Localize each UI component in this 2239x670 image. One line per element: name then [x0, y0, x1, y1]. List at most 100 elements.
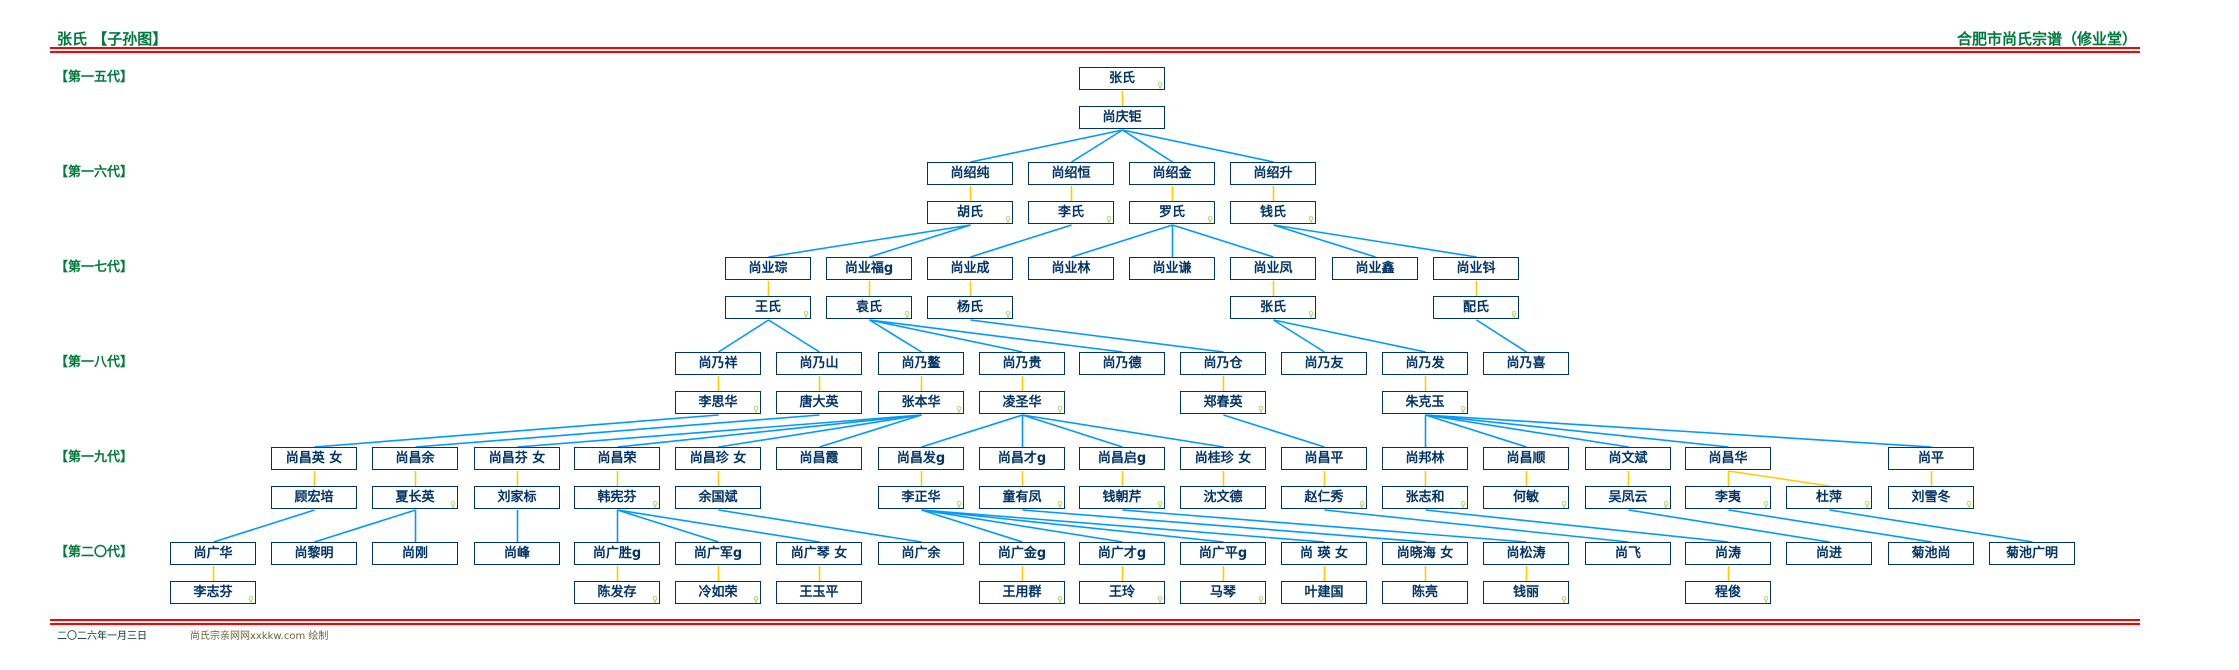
- spouse-box[interactable]: 顾宏培: [271, 486, 357, 509]
- person-box[interactable]: 尚乃祥: [675, 352, 761, 375]
- spouse-box[interactable]: 王玉平: [776, 581, 862, 604]
- person-box[interactable]: 尚昌荣: [574, 447, 660, 470]
- person-box[interactable]: 尚业谦: [1129, 257, 1215, 280]
- person-box[interactable]: 尚昌英 女: [271, 447, 357, 470]
- person-box[interactable]: 尚桂珍 女: [1180, 447, 1266, 470]
- person-box[interactable]: 尚乃德: [1079, 352, 1165, 375]
- person-box[interactable]: 尚飞: [1585, 542, 1671, 565]
- spouse-box[interactable]: 吴凤云♀: [1585, 486, 1671, 509]
- person-box[interactable]: 尚昌顺: [1483, 447, 1569, 470]
- spouse-box[interactable]: 陈亮: [1382, 581, 1468, 604]
- person-box[interactable]: 尚乃贵: [979, 352, 1065, 375]
- person-box[interactable]: 尚松涛: [1483, 542, 1569, 565]
- person-box[interactable]: 尚绍升: [1230, 162, 1316, 185]
- spouse-box[interactable]: 李志芬♀: [170, 581, 256, 604]
- person-box[interactable]: 尚昌启g: [1079, 447, 1165, 470]
- spouse-box[interactable]: 杨氏♀: [927, 296, 1013, 319]
- spouse-box[interactable]: 何敏♀: [1483, 486, 1569, 509]
- person-box[interactable]: 尚昌华: [1685, 447, 1771, 470]
- person-box[interactable]: 尚绍纯: [927, 162, 1013, 185]
- person-box[interactable]: 尚平: [1888, 447, 1974, 470]
- person-box[interactable]: 尚广胜g: [574, 542, 660, 565]
- person-box[interactable]: 尚业琮: [725, 257, 811, 280]
- person-box[interactable]: 尚业凤: [1230, 257, 1316, 280]
- spouse-box[interactable]: 王氏♀: [725, 296, 811, 319]
- spouse-box[interactable]: 韩宪芬♀: [574, 486, 660, 509]
- spouse-box[interactable]: 赵仁秀♀: [1281, 486, 1367, 509]
- spouse-box[interactable]: 童有凤♀: [979, 486, 1065, 509]
- person-box[interactable]: 菊池尚: [1888, 542, 1974, 565]
- person-box[interactable]: 尚乃仓: [1180, 352, 1266, 375]
- person-box[interactable]: 尚广军g: [675, 542, 761, 565]
- spouse-box[interactable]: 张氏♀: [1230, 296, 1316, 319]
- spouse-box[interactable]: 刘雪冬♀: [1888, 486, 1974, 509]
- person-box[interactable]: 尚黎明: [271, 542, 357, 565]
- person-box[interactable]: 尚昌才g: [979, 447, 1065, 470]
- person-box[interactable]: 尚乃山: [776, 352, 862, 375]
- person-box[interactable]: 尚乃喜: [1483, 352, 1569, 375]
- person-box[interactable]: 尚涛: [1685, 542, 1771, 565]
- spouse-box[interactable]: 尚庆钜: [1079, 106, 1165, 129]
- person-box[interactable]: 尚晓海 女: [1382, 542, 1468, 565]
- spouse-box[interactable]: 马琴♀: [1180, 581, 1266, 604]
- person-box[interactable]: 尚乃发: [1382, 352, 1468, 375]
- person-box[interactable]: 尚刚: [372, 542, 458, 565]
- person-box[interactable]: 尚乃友: [1281, 352, 1367, 375]
- spouse-box[interactable]: 钱氏♀: [1230, 201, 1316, 224]
- spouse-box[interactable]: 李氏♀: [1028, 201, 1114, 224]
- person-box[interactable]: 尚业林: [1028, 257, 1114, 280]
- person-box[interactable]: 尚广华: [170, 542, 256, 565]
- spouse-box[interactable]: 冷如荣♀: [675, 581, 761, 604]
- spouse-box[interactable]: 胡氏♀: [927, 201, 1013, 224]
- person-box[interactable]: 张氏♀: [1079, 67, 1165, 90]
- spouse-box[interactable]: 杜萍♀: [1786, 486, 1872, 509]
- spouse-box[interactable]: 李夷♀: [1685, 486, 1771, 509]
- spouse-box[interactable]: 叶建国: [1281, 581, 1367, 604]
- spouse-box[interactable]: 唐大英: [776, 391, 862, 414]
- person-box[interactable]: 尚业鑫: [1332, 257, 1418, 280]
- spouse-box[interactable]: 王用群♀: [979, 581, 1065, 604]
- spouse-box[interactable]: 程俊♀: [1685, 581, 1771, 604]
- spouse-box[interactable]: 王玲♀: [1079, 581, 1165, 604]
- person-box[interactable]: 尚绍恒: [1028, 162, 1114, 185]
- person-box[interactable]: 尚广才g: [1079, 542, 1165, 565]
- spouse-box[interactable]: 李正华♀: [878, 486, 964, 509]
- spouse-box[interactable]: 张志和♀: [1382, 486, 1468, 509]
- spouse-box[interactable]: 沈文德: [1180, 486, 1266, 509]
- person-box[interactable]: 菊池广明: [1989, 542, 2075, 565]
- spouse-box[interactable]: 朱克玉♀: [1382, 391, 1468, 414]
- person-box[interactable]: 尚峰: [474, 542, 560, 565]
- person-box[interactable]: 尚昌发g: [878, 447, 964, 470]
- spouse-box[interactable]: 张本华♀: [878, 391, 964, 414]
- spouse-box[interactable]: 钱丽♀: [1483, 581, 1569, 604]
- person-box[interactable]: 尚广琴 女: [776, 542, 862, 565]
- person-box[interactable]: 尚进: [1786, 542, 1872, 565]
- spouse-box[interactable]: 陈发存♀: [574, 581, 660, 604]
- spouse-box[interactable]: 罗氏♀: [1129, 201, 1215, 224]
- person-box[interactable]: 尚业成: [927, 257, 1013, 280]
- spouse-box[interactable]: 夏长英♀: [372, 486, 458, 509]
- person-box[interactable]: 尚广平g: [1180, 542, 1266, 565]
- spouse-box[interactable]: 钱朝芹♀: [1079, 486, 1165, 509]
- spouse-box[interactable]: 郑春英♀: [1180, 391, 1266, 414]
- person-box[interactable]: 尚昌平: [1281, 447, 1367, 470]
- spouse-box[interactable]: 刘家标: [474, 486, 560, 509]
- spouse-box[interactable]: 凌圣华♀: [979, 391, 1065, 414]
- person-box[interactable]: 尚昌余: [372, 447, 458, 470]
- person-box[interactable]: 尚业福g: [826, 257, 912, 280]
- person-box[interactable]: 尚 瑛 女: [1281, 542, 1367, 565]
- person-box[interactable]: 尚昌芬 女: [474, 447, 560, 470]
- person-box[interactable]: 尚广余: [878, 542, 964, 565]
- person-box[interactable]: 尚广金g: [979, 542, 1065, 565]
- spouse-box[interactable]: 配氏♀: [1433, 296, 1519, 319]
- person-box[interactable]: 尚文斌: [1585, 447, 1671, 470]
- spouse-box[interactable]: 李思华♀: [675, 391, 761, 414]
- person-box[interactable]: 尚昌珍 女: [675, 447, 761, 470]
- person-box[interactable]: 尚邦林: [1382, 447, 1468, 470]
- person-box[interactable]: 尚乃鳌: [878, 352, 964, 375]
- person-box[interactable]: 尚绍金: [1129, 162, 1215, 185]
- spouse-box[interactable]: 袁氏♀: [826, 296, 912, 319]
- person-box[interactable]: 尚昌霞: [776, 447, 862, 470]
- spouse-box[interactable]: 余国斌: [675, 486, 761, 509]
- person-box[interactable]: 尚业钭: [1433, 257, 1519, 280]
